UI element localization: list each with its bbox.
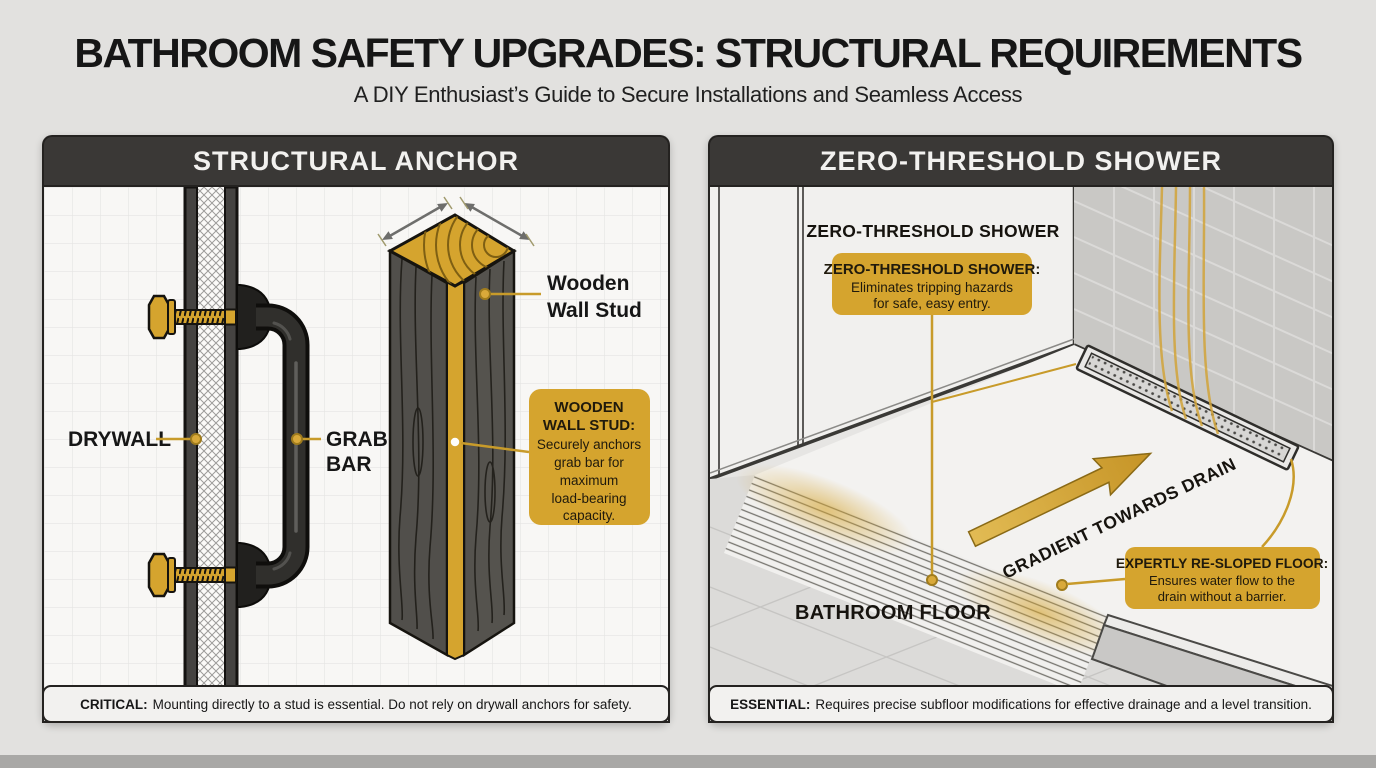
essential-note: ESSENTIAL: Requires precise subfloor mod… bbox=[710, 685, 1332, 721]
drywall-cross-section bbox=[183, 187, 239, 721]
critical-note-emphasis: CRITICAL: bbox=[80, 696, 148, 712]
callout-anchor-dot bbox=[448, 435, 462, 449]
callout-leader-line bbox=[460, 441, 530, 454]
stud-wood-grain bbox=[398, 258, 507, 640]
drain-perforations bbox=[1087, 355, 1288, 460]
gold-glow-left bbox=[736, 464, 914, 554]
stud-callout: WOODEN WALL STUD: Securely anchors grab … bbox=[448, 389, 650, 525]
page-title: BATHROOM SAFETY UPGRADES: STRUCTURAL REQ… bbox=[74, 30, 1303, 76]
callout-body-line3: maximum bbox=[560, 473, 619, 488]
stud-label-group: Wooden Wall Stud bbox=[479, 272, 642, 322]
gold-glow-right bbox=[955, 568, 1125, 656]
slope-callout-drain-leader bbox=[1261, 458, 1295, 548]
slope-callout-box bbox=[1125, 547, 1320, 609]
page-subtitle: A DIY Enthusiast’s Guide to Secure Insta… bbox=[353, 82, 1023, 108]
callout-box bbox=[529, 389, 650, 525]
callout-title-line1: WOODEN bbox=[554, 399, 623, 416]
stud-leader-dot bbox=[479, 288, 491, 300]
panel-structural-anchor-body: DRYWALL GRAB BAR bbox=[42, 185, 670, 723]
panel-zero-threshold-header: ZERO-THRESHOLD SHOWER bbox=[708, 135, 1334, 185]
shower-callout-body-line2: for safe, easy entry. bbox=[873, 296, 991, 311]
panel-structural-anchor-header: STRUCTURAL ANCHOR bbox=[42, 135, 670, 185]
linear-drain bbox=[1075, 344, 1300, 471]
callout-body-line5: capacity. bbox=[563, 508, 615, 523]
shower-callout-drain-leader bbox=[931, 363, 1077, 403]
slope-callout-body-line1: Ensures water flow to the bbox=[1149, 573, 1295, 588]
essential-note-text: Requires precise subfloor modifications … bbox=[815, 696, 1312, 712]
grab-bar bbox=[236, 284, 310, 608]
slope-callout-leader-line bbox=[1066, 577, 1126, 586]
bathroom-floor-label: BATHROOM FLOOR bbox=[795, 602, 991, 624]
drywall-leader-dot bbox=[190, 433, 202, 445]
grab-bar-label-group: GRAB BAR bbox=[291, 428, 388, 476]
essential-note-emphasis: ESSENTIAL: bbox=[730, 696, 811, 712]
page-header: BATHROOM SAFETY UPGRADES: STRUCTURAL REQ… bbox=[0, 0, 1376, 108]
stud-label-line1: Wooden bbox=[547, 272, 629, 295]
lag-bolt-bottom bbox=[147, 552, 237, 598]
panel-structural-anchor-title: STRUCTURAL ANCHOR bbox=[193, 145, 519, 176]
slope-callout-dot bbox=[1056, 579, 1068, 591]
structural-anchor-diagram: DRYWALL GRAB BAR bbox=[44, 187, 668, 721]
shower-callout-dot bbox=[926, 574, 938, 586]
wooden-wall-stud bbox=[377, 196, 535, 661]
critical-note: CRITICAL: Mounting directly to a stud is… bbox=[44, 685, 668, 721]
lag-bolt-top bbox=[147, 294, 237, 340]
callout-body-line1: Securely anchors bbox=[537, 437, 642, 452]
stud-gold-edge bbox=[446, 280, 465, 661]
shower-callout-body-line1: Eliminates tripping hazards bbox=[851, 280, 1013, 295]
panel-zero-threshold-shower: ZERO-THRESHOLD SHOWER bbox=[708, 135, 1334, 723]
shower-callout-title: ZERO-THRESHOLD SHOWER: bbox=[824, 261, 1041, 278]
scene-title: ZERO-THRESHOLD SHOWER bbox=[806, 221, 1059, 241]
water-streams bbox=[1158, 187, 1220, 435]
gradient-arrow bbox=[967, 452, 1153, 548]
panel-zero-threshold-body: GRADIENT TOWARDS DRAIN ZERO-THRESHOLD SH… bbox=[708, 185, 1334, 723]
shower-callout-box bbox=[832, 253, 1032, 315]
slope-callout-title: EXPERTLY RE-SLOPED FLOOR: bbox=[1116, 556, 1328, 571]
callout-body-line4: load-bearing bbox=[551, 491, 626, 506]
callout-body-line2: grab bar for bbox=[554, 455, 624, 470]
stud-end-grain bbox=[386, 213, 517, 288]
callout-title-line2: WALL STUD: bbox=[543, 417, 635, 434]
critical-note-text: Mounting directly to a stud is essential… bbox=[152, 696, 632, 712]
shower-isometric-diagram: GRADIENT TOWARDS DRAIN ZERO-THRESHOLD SH… bbox=[710, 187, 1332, 721]
grab-bar-label-line1: GRAB bbox=[326, 428, 388, 451]
dimension-arrows bbox=[377, 196, 535, 247]
slope-callout-body-line2: drain without a barrier. bbox=[1158, 589, 1287, 604]
bottom-shadow-band bbox=[0, 755, 1376, 768]
slope-callout: EXPERTLY RE-SLOPED FLOOR: Ensures water … bbox=[1056, 458, 1328, 609]
slope-stripes bbox=[724, 464, 1125, 693]
panel-zero-threshold-title: ZERO-THRESHOLD SHOWER bbox=[820, 145, 1222, 176]
drywall-label: DRYWALL bbox=[68, 428, 171, 451]
panel-structural-anchor: STRUCTURAL ANCHOR bbox=[42, 135, 670, 723]
grab-bar-leader-dot bbox=[291, 433, 303, 445]
grab-bar-label-line2: BAR bbox=[326, 453, 372, 476]
drywall-label-group: DRYWALL bbox=[68, 428, 202, 451]
shower-callout: ZERO-THRESHOLD SHOWER: Eliminates trippi… bbox=[824, 253, 1077, 586]
stud-label-line2: Wall Stud bbox=[547, 299, 642, 322]
left-wall-baseboard bbox=[710, 343, 1075, 481]
